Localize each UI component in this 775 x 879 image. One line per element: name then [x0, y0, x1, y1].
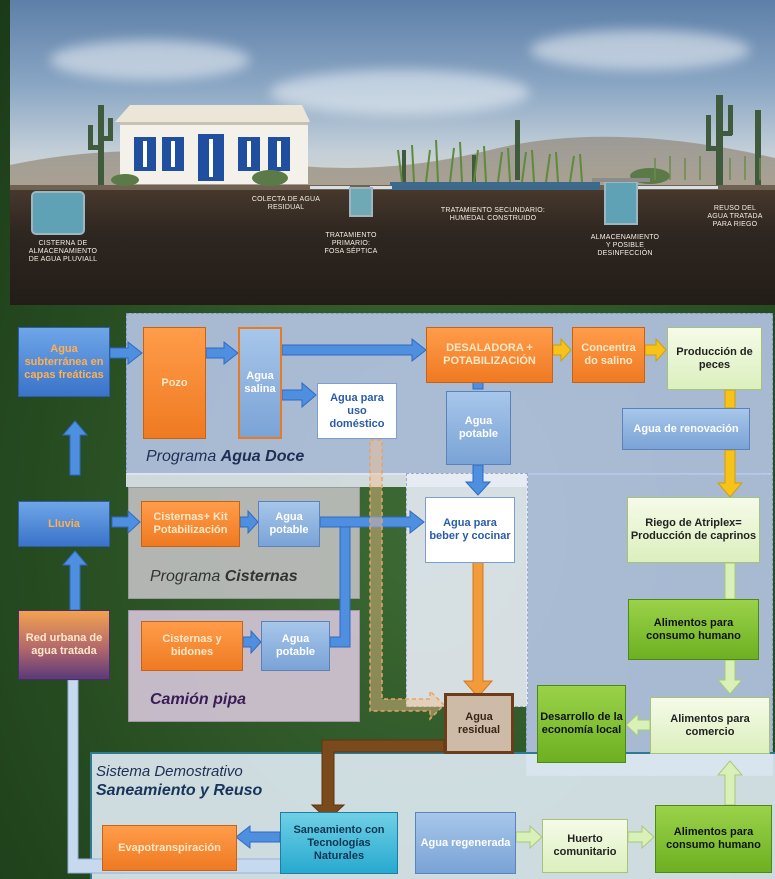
arrow-subterranea-pozo — [109, 340, 143, 366]
node-saneamiento: Saneamiento con Tecnologías Naturales — [280, 812, 398, 874]
arrow-salina-desaladora — [281, 337, 427, 363]
arrow-regenerada-huerto — [515, 824, 543, 850]
arrow-residual-saneamiento — [310, 739, 445, 821]
node-alimentos-consumo-1: Alimentos para consumo humano — [628, 599, 759, 660]
arrow-pozo-salina — [205, 340, 239, 366]
arrow-saneamiento-evapo — [235, 824, 281, 850]
arrow-concentrado-peces — [644, 337, 667, 363]
node-pozo: Pozo — [143, 327, 206, 439]
label-programa-cisternas: Programa Cisternas — [150, 568, 298, 585]
brown-arrows — [310, 739, 445, 821]
ground — [10, 185, 775, 305]
line-peces-renovacion — [724, 389, 736, 409]
blue-arrows — [61, 337, 492, 850]
label-sistema-demostrativo: Sistema Demostrativo — [96, 763, 243, 780]
yellow-arrows — [552, 337, 744, 498]
label-camion-pipa: Camión pipa — [150, 691, 247, 708]
node-riego-atriplex: Riego de Atriplex= Producción de caprino… — [627, 497, 760, 563]
arrows-layer — [61, 337, 744, 874]
arrow-alimentos-comercio — [716, 659, 744, 695]
node-agua-subterranea: Agua subterránea en capas freáticas — [18, 327, 110, 397]
node-alimentos-consumo-2: Alimentos para consumo humano — [655, 805, 772, 873]
node-red-urbana: Red urbana de agua tratada — [18, 610, 110, 680]
node-agua-potable-2: Agua potable — [258, 501, 320, 547]
line-riego-alimentos — [724, 562, 736, 600]
node-agua-salina: Agua salina — [238, 327, 282, 439]
node-agua-regenerada: Agua regenerada — [415, 812, 516, 874]
node-cisternas-kit: Cisternas+ Kit Potabilización — [141, 501, 240, 547]
node-agua-residual: Agua residual — [444, 693, 514, 754]
dashed-domestic — [369, 439, 446, 721]
node-agua-potable-1: Agua potable — [446, 391, 511, 465]
green-arrows — [515, 562, 744, 850]
arrow-renovacion-riego — [716, 449, 744, 498]
cloud — [50, 40, 250, 80]
arrow-kit-potable — [239, 509, 259, 535]
scene-drawing — [10, 95, 775, 235]
label-saneamiento-reuso: Saneamiento y Reuso — [96, 782, 263, 799]
node-evapotranspiracion: Evapotranspiración — [102, 825, 237, 871]
node-agua-uso-domestico: Agua para uso doméstico — [317, 383, 397, 439]
node-agua-potable-3: Agua potable — [261, 621, 330, 671]
node-concentrado-salino: Concentra do salino — [572, 327, 645, 383]
arrow-potable-beber-vertical — [464, 464, 492, 496]
arrow-red-lluvia — [61, 550, 89, 611]
node-alimentos-comercio: Alimentos para comercio — [650, 697, 770, 754]
arrow-lluvia-subterranea — [61, 420, 89, 476]
node-agua-renovacion: Agua de renovación — [622, 408, 750, 450]
line-potable3-up — [329, 526, 351, 648]
label-secondary: TRATAMIENTO SECUNDARIO:HUMEDAL CONSTRUID… — [440, 207, 546, 222]
arrow-beber-residual — [462, 544, 494, 698]
arrow-desaladora-concentrado — [552, 337, 572, 363]
node-desarrollo-local: Desarrollo de la economía local — [537, 685, 626, 763]
node-cisternas-bidones: Cisternas y bidones — [141, 621, 243, 671]
node-desaladora: DESALADORA + POTABILIZACIÓN — [426, 327, 553, 383]
arrow-huerto-alimentos — [627, 824, 655, 850]
label-programa-agua-doce: Programa Agua Doce — [146, 448, 305, 465]
arrow-consumo-comercio — [716, 760, 744, 806]
node-lluvia: Lluvia — [18, 501, 110, 547]
node-agua-beber-cocinar: Agua para beber y cocinar — [425, 497, 515, 563]
arrow-bidones-potable — [242, 629, 262, 655]
arrow-potable-beber — [319, 509, 425, 535]
cloud — [270, 70, 530, 115]
cloud — [530, 30, 750, 70]
arrow-salina-domestico — [281, 381, 317, 409]
arrow-comercio-desarrollo — [625, 712, 651, 738]
node-huerto: Huerto comunitario — [542, 819, 628, 873]
node-produccion-peces: Producción de peces — [667, 327, 762, 390]
flow-diagram: Programa Agua Doce Programa Cisternas Ca… — [10, 305, 775, 879]
orange-arrows — [462, 544, 494, 698]
arrow-lluvia-cisternas — [111, 509, 141, 535]
